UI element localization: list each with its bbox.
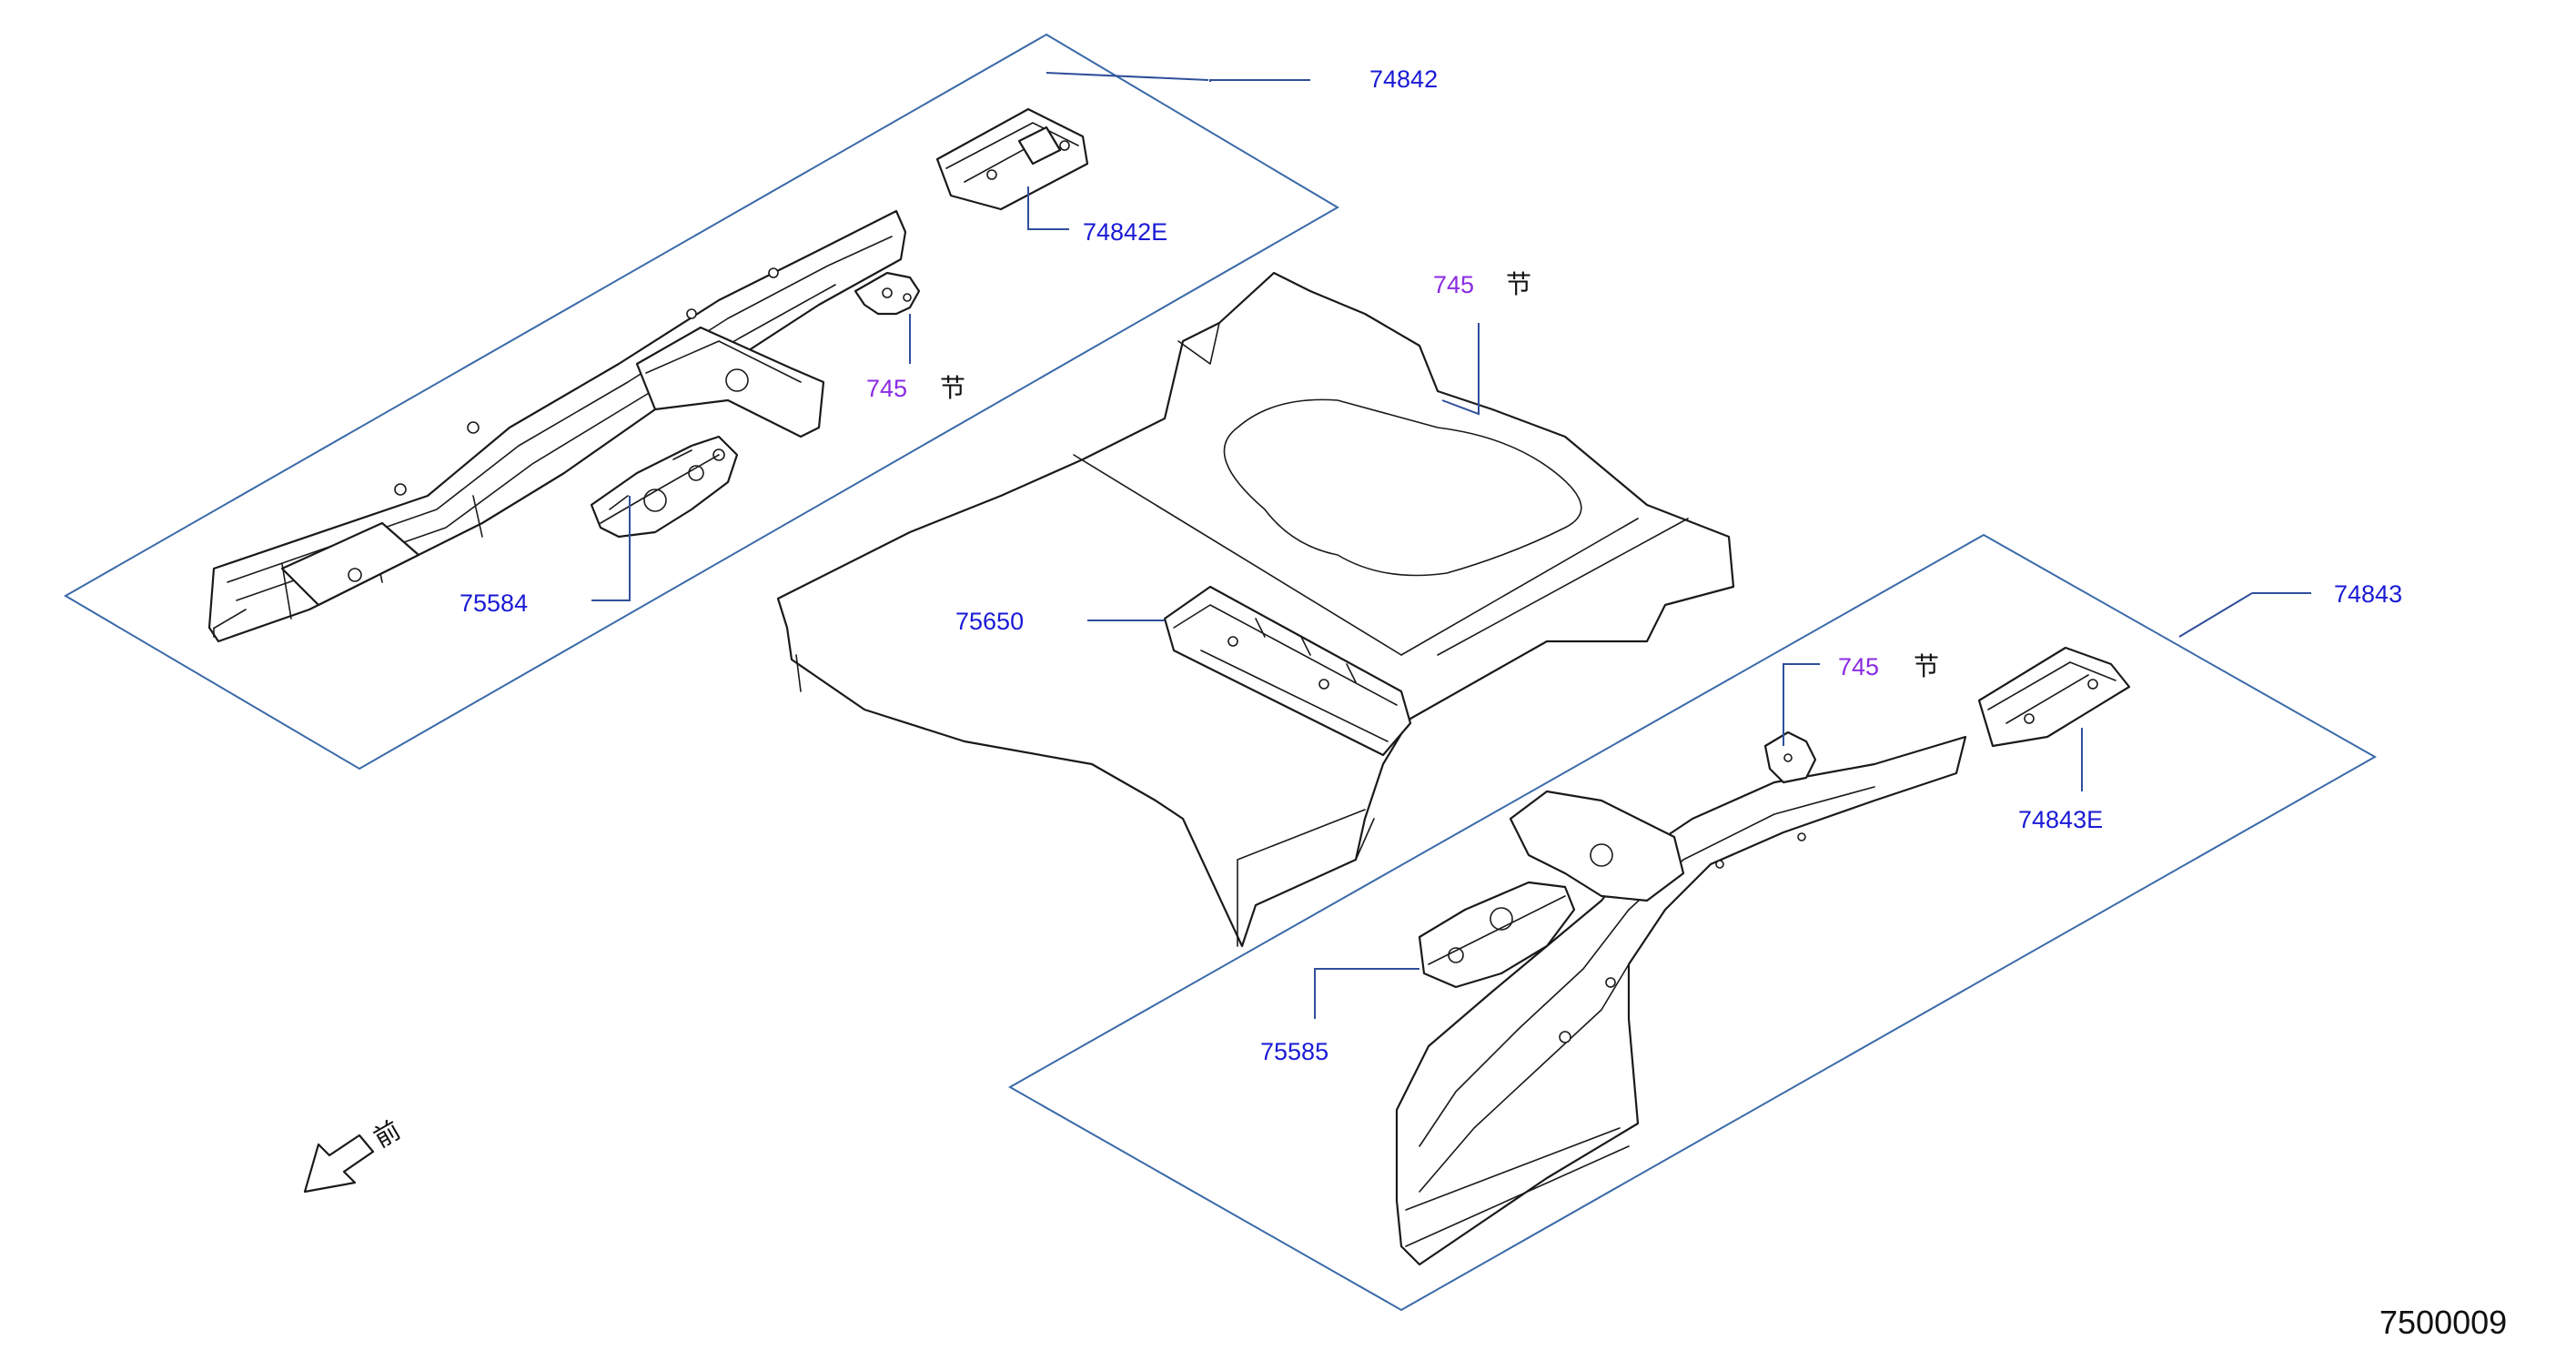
- label-745-right: 745: [1838, 653, 1879, 680]
- label-75584: 75584: [460, 589, 528, 617]
- diagram-code: 7500009: [2379, 1304, 2507, 1341]
- part-745-small-bracket-right: [1763, 730, 1817, 784]
- part-75584-bracket: [590, 435, 739, 539]
- label-745-left: 745: [866, 375, 907, 402]
- part-745-small-bracket-left: [854, 271, 921, 316]
- part-75650-cross-member: [1163, 585, 1412, 757]
- label-745-top: 745: [1433, 271, 1474, 298]
- label-section-glyph-left: 节: [940, 373, 965, 403]
- label-74843: 74843: [2334, 580, 2402, 608]
- front-arrow-icon: [303, 1133, 375, 1194]
- label-74843e: 74843E: [2018, 806, 2103, 833]
- label-75585: 75585: [1260, 1038, 1328, 1065]
- part-74843e-reinforcement: [1977, 646, 2131, 748]
- label-section-glyph-top: 节: [1506, 269, 1531, 299]
- leader-lines: [591, 72, 2311, 1019]
- part-74842-side-member: [207, 209, 907, 643]
- part-745-rear-floor-panel: [776, 271, 1735, 948]
- label-75650: 75650: [955, 608, 1024, 635]
- part-74843-side-member: [1395, 735, 1967, 1266]
- frame-74842: [64, 33, 1339, 771]
- label-74842e: 74842E: [1083, 218, 1167, 246]
- frame-74843: [1007, 533, 2378, 1312]
- label-74842: 74842: [1369, 65, 1438, 93]
- label-front-glyph: 前: [369, 1114, 406, 1154]
- label-section-glyph-right: 节: [1914, 651, 1939, 681]
- part-74842e-reinforcement: [935, 107, 1089, 211]
- part-75585-bracket: [1418, 881, 1576, 989]
